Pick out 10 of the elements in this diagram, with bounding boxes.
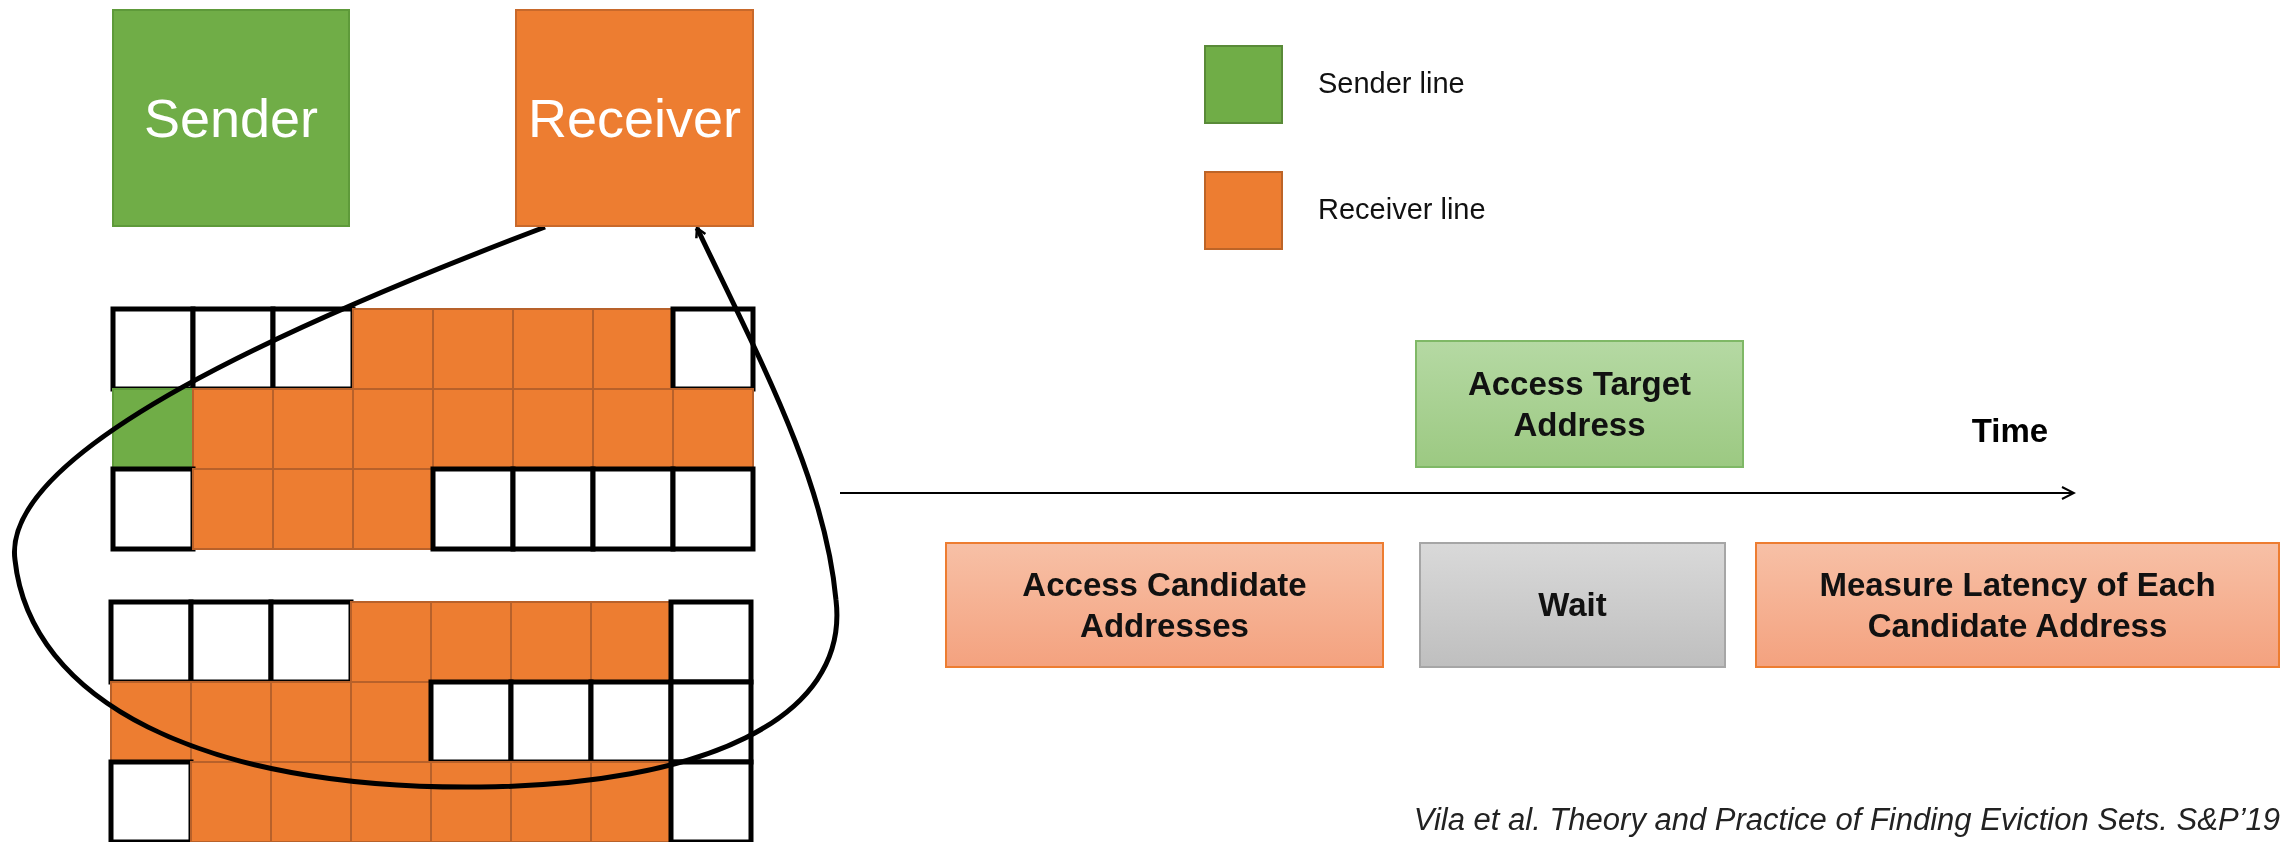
- citation: Vila et al. Theory and Practice of Finding Eviction Sets. S&P’19: [1412, 802, 2280, 838]
- axis-label: Time: [1970, 412, 2050, 450]
- legend-label: Receiver line: [1318, 193, 1486, 226]
- process-box: Wait: [1419, 542, 1726, 668]
- process-box: Access Candidate Addresses: [945, 542, 1384, 668]
- sender-box: Sender: [112, 9, 350, 227]
- process-box: Measure Latency of Each Candidate Address: [1755, 542, 2280, 668]
- process-box: Access Target Address: [1415, 340, 1744, 468]
- receiver-box: Receiver: [515, 9, 754, 227]
- legend-label: Sender line: [1318, 67, 1465, 100]
